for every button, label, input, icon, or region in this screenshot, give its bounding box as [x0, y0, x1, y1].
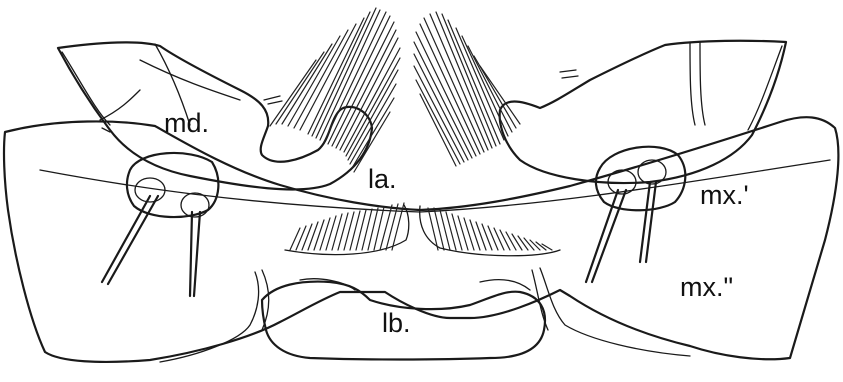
right-mandible-outline	[500, 41, 786, 183]
right-upper-setae	[414, 12, 520, 166]
label-first-maxilla: mx.'	[700, 182, 749, 209]
label-labrum: la.	[368, 166, 397, 193]
second-maxilla-plate-outline	[4, 117, 838, 362]
label-mandible: md.	[164, 110, 209, 137]
right-comb	[428, 208, 552, 250]
left-palp-base	[127, 153, 218, 217]
label-second-maxilla: mx."	[680, 274, 733, 301]
left-upper-setae	[270, 8, 400, 172]
label-labium: lb.	[382, 310, 411, 337]
